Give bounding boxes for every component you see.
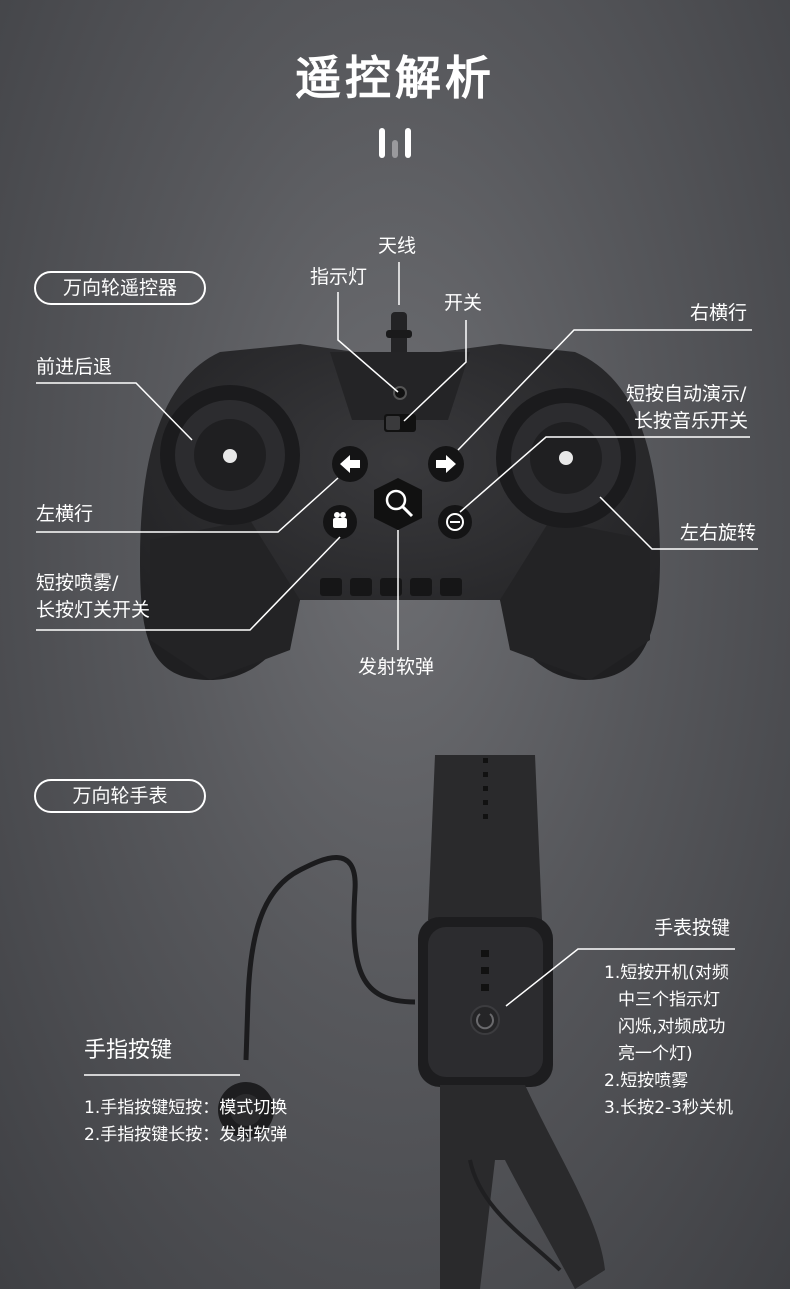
remote-section-badge: 万向轮遥控器 (34, 271, 206, 305)
title-bars-icon (379, 128, 413, 158)
finger-button-heading: 手指按键 (84, 1038, 173, 1063)
fire-label: 发射软弹 (358, 656, 435, 678)
watch-section-badge: 万向轮手表 (34, 779, 206, 813)
watch-button-line: 1.短按开机(对频 (604, 963, 729, 983)
watch-illustration (218, 755, 605, 1289)
antenna-label: 天线 (378, 235, 417, 257)
left-strafe-label: 左横行 (36, 503, 94, 525)
demo-music-label-line2: 长按音乐开关 (634, 410, 749, 432)
page-title: 遥控解析 (295, 51, 495, 105)
watch-button-line: 亮一个灯) (618, 1044, 693, 1064)
rotate-label: 左右旋转 (680, 522, 757, 544)
spray-light-label-line1: 短按喷雾/ (36, 572, 119, 594)
right-strafe-label: 右横行 (690, 302, 748, 324)
watch-button-line: 3.长按2-3秒关机 (604, 1098, 733, 1118)
watch-button-heading: 手表按键 (654, 917, 731, 939)
watch-button-line: 2.短按喷雾 (604, 1071, 689, 1091)
watch-button-line: 闪烁,对频成功 (618, 1017, 726, 1037)
remote-controller-illustration (140, 312, 660, 680)
power-switch-label: 开关 (444, 292, 483, 314)
demo-music-label-line1: 短按自动演示/ (626, 383, 747, 405)
spray-light-label-line2: 长按灯关开关 (36, 599, 151, 621)
finger-button-line: 2.手指按键长按：发射软弹 (84, 1125, 288, 1145)
finger-button-line: 1.手指按键短按：模式切换 (84, 1098, 288, 1118)
forward-back-label: 前进后退 (36, 356, 113, 378)
watch-button-line: 中三个指示灯 (618, 990, 720, 1010)
indicator-label: 指示灯 (310, 266, 368, 288)
